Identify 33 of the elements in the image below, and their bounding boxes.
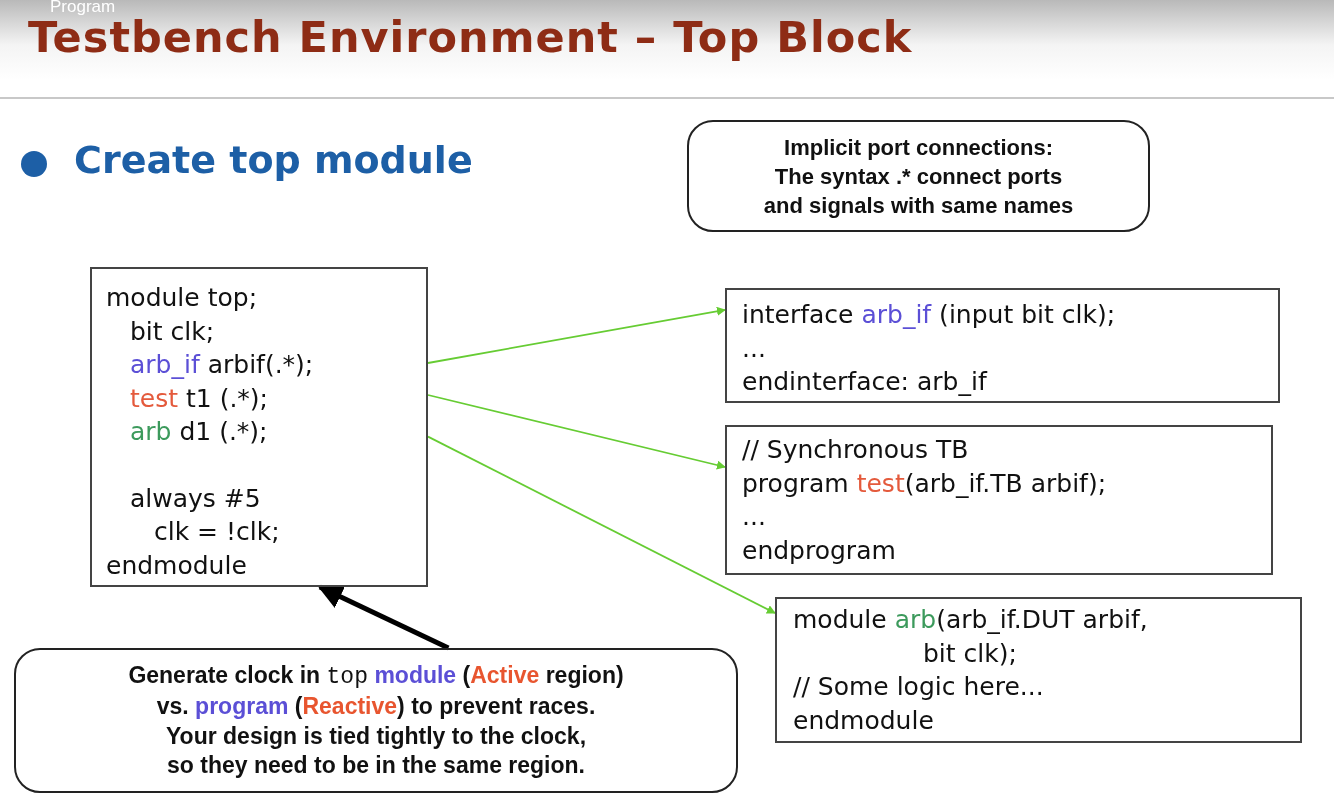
code-line: bit clk); [922, 637, 1018, 670]
code-line: endmodule [106, 549, 248, 582]
code-line: // Synchronous TB [742, 434, 970, 466]
code-line: module arb(arb_if.DUT arbif, [793, 604, 1149, 636]
arrow [427, 435, 776, 614]
code-line: module top; [106, 282, 259, 314]
code-line: // Some logic here... [793, 671, 1045, 703]
code-box [90, 267, 428, 587]
code-line: test t1 (.*); [129, 382, 269, 415]
bullet-heading: Create top module [74, 138, 473, 182]
code-line: clk = !clk; [153, 516, 281, 548]
note-text: Generate clock in top module (Active region) vs. program (Reactive) to prevent races. Your design is tied tightly to the clock, so they need to be in the same region. [128, 660, 624, 780]
code-line: bit clk; [129, 315, 216, 348]
code-line: interface arb_if (input bit clk); [742, 299, 1117, 331]
code-line: arb d1 (.*); [129, 416, 269, 448]
callout-box [687, 120, 1150, 232]
code-line: arb_if arbif(.*); [129, 349, 315, 381]
callout-box [14, 648, 738, 793]
code-box [725, 425, 1273, 575]
code-line: endinterface: arb_if [742, 366, 989, 398]
code-line: program test(arb_if.TB arbif); [742, 467, 1108, 500]
code-box [725, 288, 1280, 403]
arrow [427, 394, 726, 470]
video-title: Program [50, 0, 116, 17]
code-line: endmodule [793, 704, 935, 737]
code-line: ... [742, 332, 767, 365]
code-line: ... [742, 501, 767, 533]
code-box [775, 597, 1302, 743]
note-text: Implicit port connections: The syntax .* connect ports and signals with same names [763, 133, 1074, 220]
arrow [427, 306, 726, 364]
arrow [317, 584, 450, 651]
code-line: endprogram [742, 534, 897, 567]
code-line: always #5 [129, 482, 262, 515]
